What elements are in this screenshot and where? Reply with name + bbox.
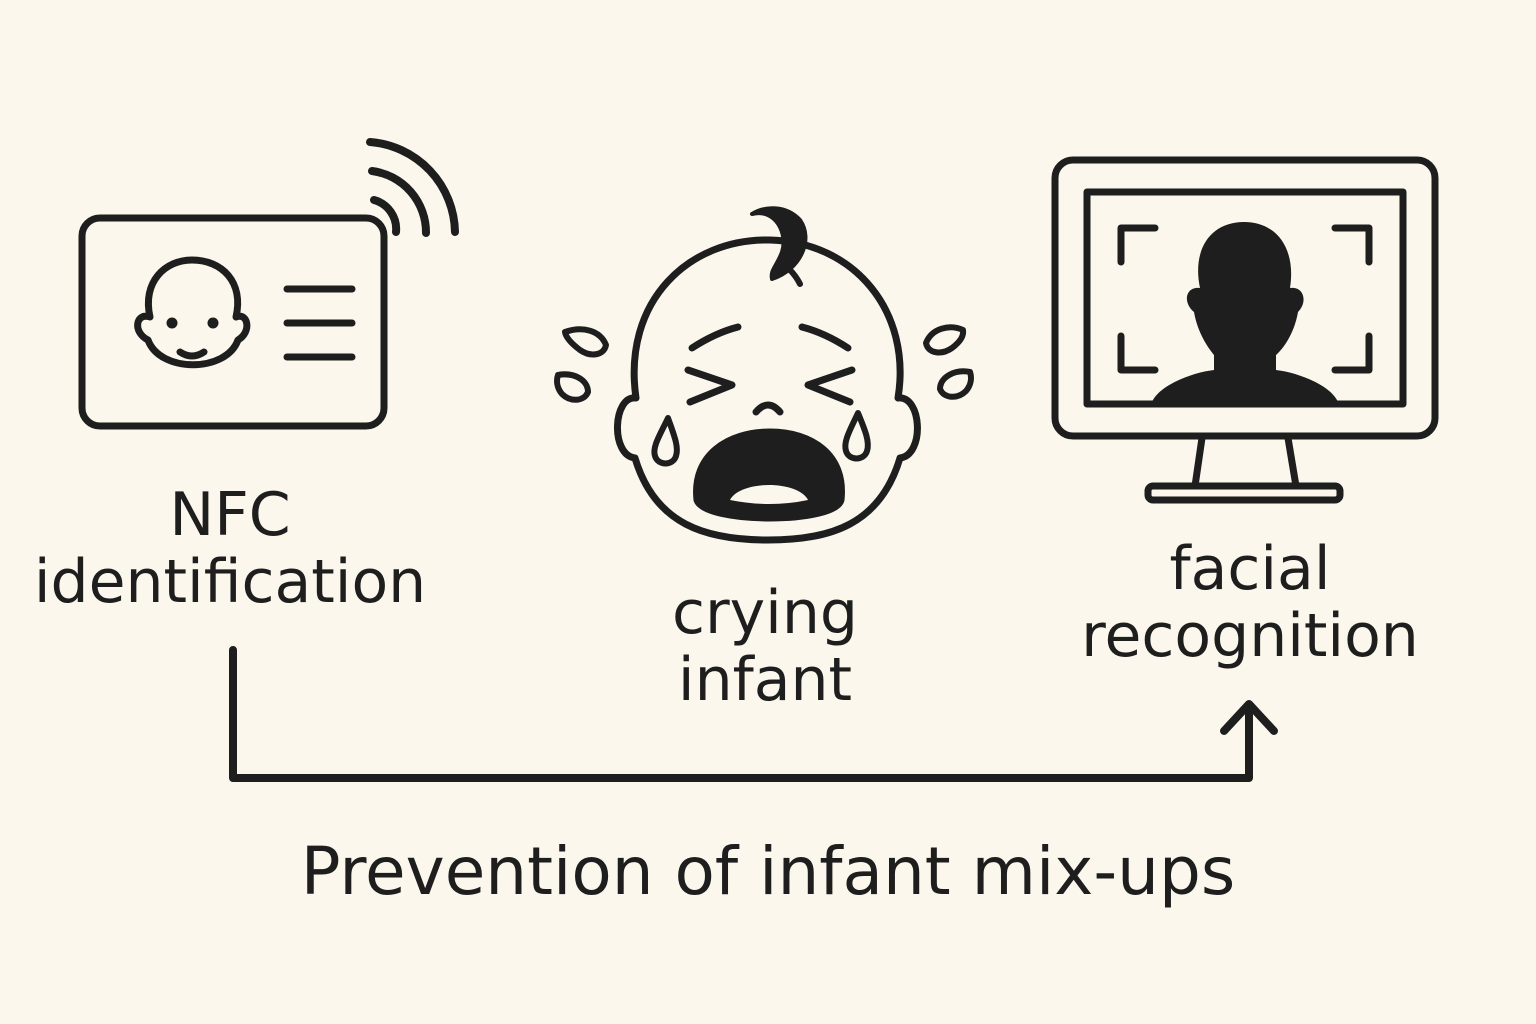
- id-card-outline: [78, 214, 388, 430]
- crying-label-line-2: infant: [677, 645, 853, 716]
- card-text-lines: [283, 285, 356, 361]
- connector-line: [229, 646, 1253, 782]
- face-label-line-1: facial: [1169, 534, 1331, 604]
- baby-head-outline: [614, 236, 921, 544]
- facial-recognition-monitor-icon: [1051, 156, 1439, 504]
- left-cheek-tear: [651, 415, 680, 467]
- wireless-signal-icon: [366, 138, 459, 237]
- arrow-up-icon: [1220, 700, 1278, 735]
- left-eyebrow: [688, 323, 742, 352]
- monitor-stand: [1191, 434, 1300, 490]
- diagram-caption: Prevention of infant mix-ups: [300, 833, 1236, 910]
- scan-frame-corners: [1117, 224, 1373, 374]
- left-flying-tears: [554, 326, 609, 403]
- nfc-id-card-icon: [78, 138, 459, 430]
- hair-curl: [750, 206, 808, 281]
- face-label-line-2: recognition: [1081, 601, 1419, 672]
- nose: [752, 401, 784, 416]
- person-silhouette-icon: [1152, 222, 1338, 402]
- connector-arrow: [229, 646, 1278, 782]
- right-cheek-tear: [842, 410, 871, 462]
- crying-infant-label: crying infant: [560, 578, 970, 716]
- nfc-identification-label: NFC identification: [20, 480, 440, 618]
- right-eye: [804, 366, 856, 406]
- monitor-screen: [1083, 188, 1407, 408]
- nfc-label-line-1: NFC: [169, 480, 291, 550]
- monitor-outer-frame: [1051, 156, 1439, 440]
- left-eye: [684, 366, 736, 406]
- nfc-label-line-2: identification: [33, 547, 427, 618]
- crying-baby-icon: [554, 206, 974, 544]
- right-eyebrow: [798, 323, 852, 352]
- right-flying-tears: [923, 324, 974, 400]
- card-baby-face-icon: [134, 256, 251, 369]
- facial-recognition-label: facial recognition: [1040, 534, 1460, 672]
- monitor-base: [1144, 482, 1344, 504]
- crying-label-line-1: crying: [672, 578, 858, 648]
- crying-mouth: [693, 428, 845, 522]
